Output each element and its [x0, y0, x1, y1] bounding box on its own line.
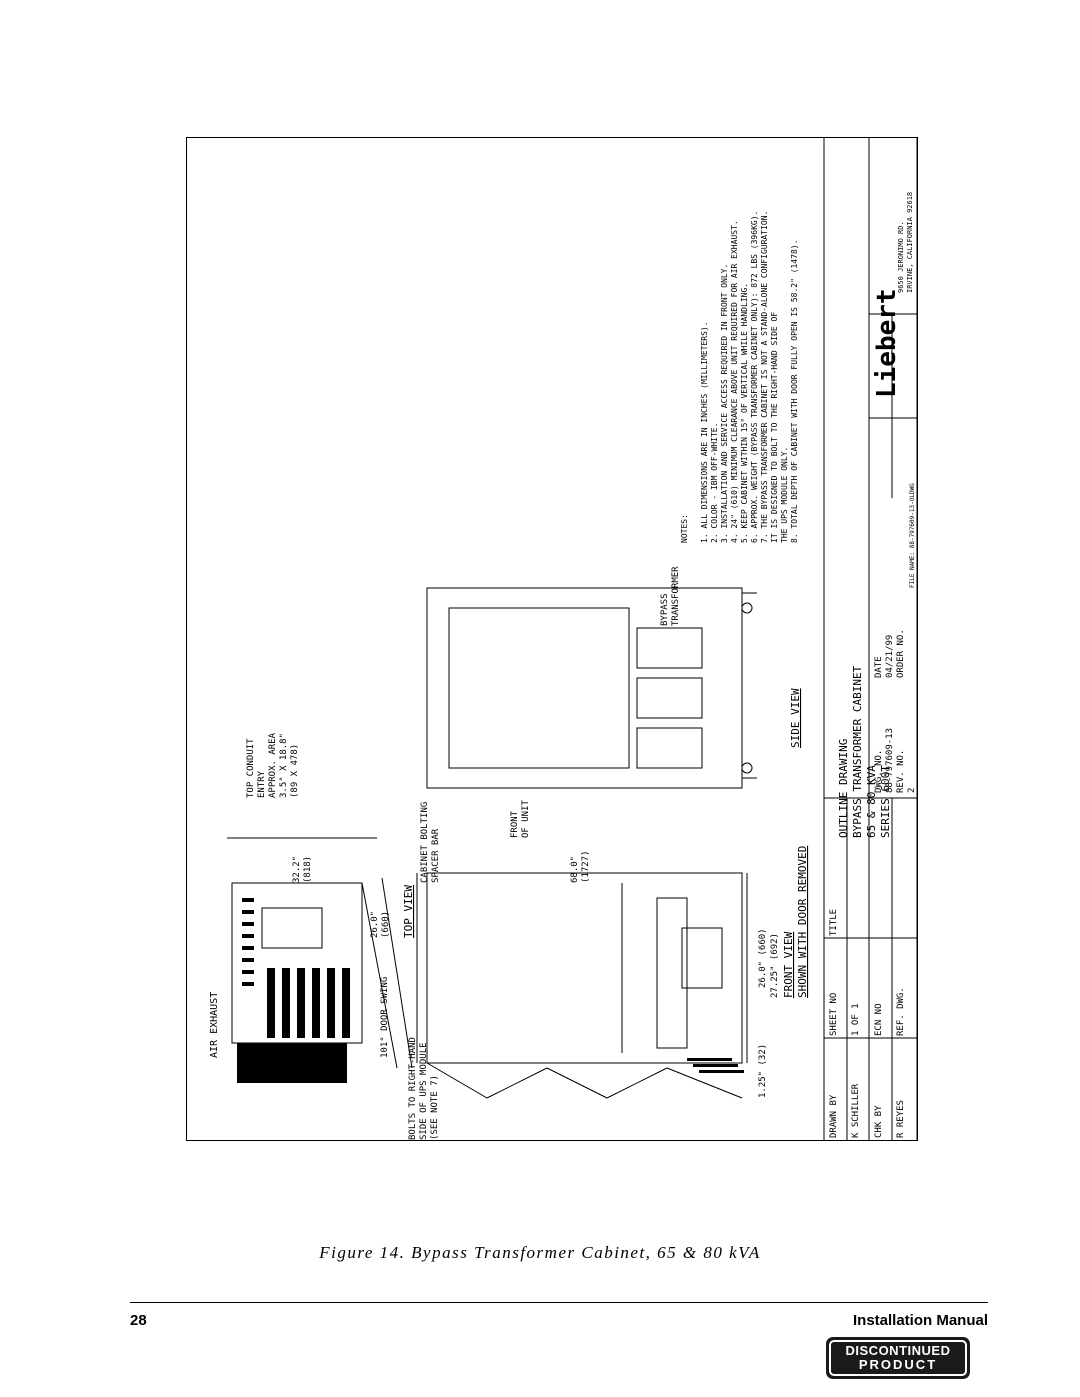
- svg-text:6. APPROX. WEIGHT (BYPASS TRAN: 6. APPROX. WEIGHT (BYPASS TRANSFORMER CA…: [750, 211, 759, 543]
- svg-text:65 & 80 KVA: 65 & 80 KVA: [865, 765, 878, 838]
- front-height-dim: 68.0" (1727): [570, 850, 591, 883]
- svg-text:R REYES: R REYES: [896, 1100, 906, 1138]
- svg-text:TOP VIEW: TOP VIEW: [402, 885, 415, 938]
- svg-text:Liebert: Liebert: [872, 288, 902, 398]
- svg-text:1 OF 1: 1 OF 1: [851, 1003, 861, 1036]
- svg-text:BYPASS TRANSFORMER CABINET: BYPASS TRANSFORMER CABINET: [851, 665, 864, 838]
- svg-text:TRANSFORMER: TRANSFORMER: [671, 566, 681, 626]
- svg-text:68.0": 68.0": [570, 856, 580, 883]
- svg-text:TITLE: TITLE: [829, 909, 839, 936]
- svg-text:(818): (818): [303, 856, 313, 883]
- discontinued-stamp: DISCONTINUED PRODUCT: [826, 1337, 970, 1379]
- svg-text:AIR EXHAUST: AIR EXHAUST: [209, 992, 220, 1058]
- figure-caption: Figure 14. Bypass Transformer Cabinet, 6…: [319, 1243, 761, 1262]
- svg-text:NOTES:: NOTES:: [680, 514, 689, 543]
- svg-text:(660): (660): [381, 911, 391, 938]
- top-width-dim: 32.2" (818): [292, 856, 313, 883]
- side-view: [426, 587, 757, 789]
- front-view: [416, 872, 748, 1099]
- svg-text:4. 24" (610) MINIMUM CLEARANCE: 4. 24" (610) MINIMUM CLEARANCE ABOVE UNI…: [730, 220, 739, 543]
- svg-text:27.25" (692): 27.25" (692): [770, 933, 780, 998]
- svg-text:OUTLINE DRAWING: OUTLINE DRAWING: [837, 739, 850, 838]
- svg-text:CABINET BOLTING: CABINET BOLTING: [420, 802, 430, 883]
- front-dim-c: 1.25" (32): [758, 1044, 768, 1098]
- svg-text:SPACER BAR: SPACER BAR: [431, 828, 441, 883]
- cabinet-bolting-label: CABINET BOLTING SPACER BAR: [420, 802, 441, 883]
- svg-text:SIDE OF UPS MODULE: SIDE OF UPS MODULE: [419, 1042, 429, 1140]
- svg-text:ENTRY: ENTRY: [257, 770, 267, 798]
- svg-text:SHOWN WITH DOOR REMOVED: SHOWN WITH DOOR REMOVED: [796, 846, 809, 998]
- outline-drawing: AIR EXHAUST TOP CONDUIT ENTRY APPROX. AR…: [209, 138, 917, 1140]
- top-conduit-label: TOP CONDUIT ENTRY APPROX. AREA 3.5" X 18…: [246, 732, 300, 798]
- svg-text:26.0": 26.0": [370, 911, 380, 938]
- svg-text:THE UPS MODULE ONLY.: THE UPS MODULE ONLY.: [780, 447, 789, 543]
- svg-text:CHK BY: CHK BY: [874, 1105, 884, 1138]
- bypass-label: BYPASS TRANSFORMER: [660, 566, 681, 626]
- footer-rule: [130, 1302, 988, 1303]
- svg-text:FRONT VIEW: FRONT VIEW: [782, 931, 795, 998]
- svg-text:TOP CONDUIT: TOP CONDUIT: [246, 738, 256, 798]
- svg-text:SHEET NO: SHEET NO: [829, 993, 839, 1036]
- svg-text:IT IS DESIGNED TO BOLT TO THE: IT IS DESIGNED TO BOLT TO THE RIGHT-HAND…: [770, 312, 779, 543]
- stamp-line2: PRODUCT: [858, 1357, 938, 1372]
- svg-text:BOLTS TO RIGHT-HAND: BOLTS TO RIGHT-HAND: [408, 1037, 418, 1140]
- svg-text:(SEE NOTE 7): (SEE NOTE 7): [430, 1075, 440, 1140]
- svg-text:5. KEEP CABINET WITHIN 15° OF: 5. KEEP CABINET WITHIN 15° OF VERTICAL W…: [740, 283, 749, 543]
- svg-text:26.0" (660): 26.0" (660): [758, 928, 768, 988]
- top-depth-dim: 26.0" (660): [370, 911, 391, 938]
- svg-text:DWG. NO.: DWG. NO.: [874, 750, 884, 793]
- stamp-line1: DISCONTINUED: [845, 1343, 951, 1358]
- svg-text:101° DOOR SWING: 101° DOOR SWING: [380, 977, 390, 1058]
- svg-text:FRONT: FRONT: [510, 810, 520, 838]
- svg-text:2: 2: [907, 788, 917, 793]
- svg-text:9650 JERONIMO RD.: 9650 JERONIMO RD.: [897, 221, 905, 293]
- drawing-frame: AIR EXHAUST TOP CONDUIT ENTRY APPROX. AR…: [186, 137, 918, 1141]
- top-view-title: TOP VIEW: [402, 885, 415, 938]
- svg-text:OF UNIT: OF UNIT: [521, 799, 531, 838]
- notes: NOTES: 1. ALL DIMENSIONS ARE IN INCHES (…: [680, 211, 799, 543]
- svg-text:(1727): (1727): [581, 850, 591, 883]
- svg-text:REF. DWG.: REF. DWG.: [896, 987, 906, 1036]
- front-view-title: FRONT VIEW SHOWN WITH DOOR REMOVED: [782, 846, 809, 998]
- svg-text:3.5" X 18.8": 3.5" X 18.8": [279, 733, 289, 798]
- svg-text:BYPASS: BYPASS: [660, 593, 670, 626]
- front-of-unit-label: FRONT OF UNIT: [510, 799, 531, 838]
- side-view-title: SIDE VIEW: [789, 688, 802, 748]
- front-dim-b: 27.25" (692): [770, 933, 780, 998]
- svg-text:DATE: DATE: [874, 656, 884, 678]
- svg-text:32.2": 32.2": [292, 856, 302, 883]
- air-exhaust-label: AIR EXHAUST: [209, 992, 220, 1058]
- svg-text:REV. NO.: REV. NO.: [896, 750, 906, 793]
- svg-text:2. COLOR - IBM OFF-WHITE.: 2. COLOR - IBM OFF-WHITE.: [710, 423, 719, 543]
- door-swing-label: 101° DOOR SWING: [380, 977, 390, 1058]
- svg-text:ORDER NO.: ORDER NO.: [896, 629, 906, 678]
- svg-text:04/21/99: 04/21/99: [885, 635, 895, 678]
- svg-text:(89 X 478): (89 X 478): [290, 744, 300, 798]
- title-block: DRAWN BY K SCHILLER CHK BY R REYES SHEET…: [829, 192, 917, 1138]
- svg-text:K SCHILLER: K SCHILLER: [851, 1083, 861, 1138]
- svg-text:8. TOTAL DEPTH OF CABINET WITH: 8. TOTAL DEPTH OF CABINET WITH DOOR FULL…: [790, 240, 799, 543]
- top-view-louvers: [237, 898, 350, 1083]
- manual-title: Installation Manual: [852, 1312, 988, 1329]
- svg-text:3. INSTALLATION AND SERVICE AC: 3. INSTALLATION AND SERVICE ACCESS REQUI…: [720, 264, 729, 543]
- svg-text:88-797609-13: 88-797609-13: [885, 728, 895, 793]
- svg-text:DRAWN BY: DRAWN BY: [829, 1094, 839, 1138]
- svg-text:FILE NAME: 88-797609-13-OLDWG: FILE NAME: 88-797609-13-OLDWG: [909, 483, 916, 588]
- bolts-label: BOLTS TO RIGHT-HAND SIDE OF UPS MODULE (…: [408, 1037, 440, 1140]
- svg-text:1.25" (32): 1.25" (32): [758, 1044, 768, 1098]
- svg-text:SERIES 600T: SERIES 600T: [879, 765, 892, 838]
- front-view-vent: [687, 1058, 744, 1073]
- svg-text:1. ALL DIMENSIONS ARE IN INCHE: 1. ALL DIMENSIONS ARE IN INCHES (MILLIME…: [700, 321, 709, 543]
- front-dim-a: 26.0" (660): [758, 928, 768, 988]
- svg-text:APPROX. AREA: APPROX. AREA: [268, 732, 278, 798]
- svg-text:7. THE BYPASS TRANSFORMER CABI: 7. THE BYPASS TRANSFORMER CABINET IS NOT…: [760, 211, 769, 543]
- page-number: 28: [130, 1312, 147, 1329]
- svg-text:SIDE VIEW: SIDE VIEW: [789, 688, 802, 748]
- svg-text:ECN NO: ECN NO: [874, 1003, 884, 1036]
- svg-text:IRVINE, CALIFORNIA 92618: IRVINE, CALIFORNIA 92618: [906, 192, 914, 293]
